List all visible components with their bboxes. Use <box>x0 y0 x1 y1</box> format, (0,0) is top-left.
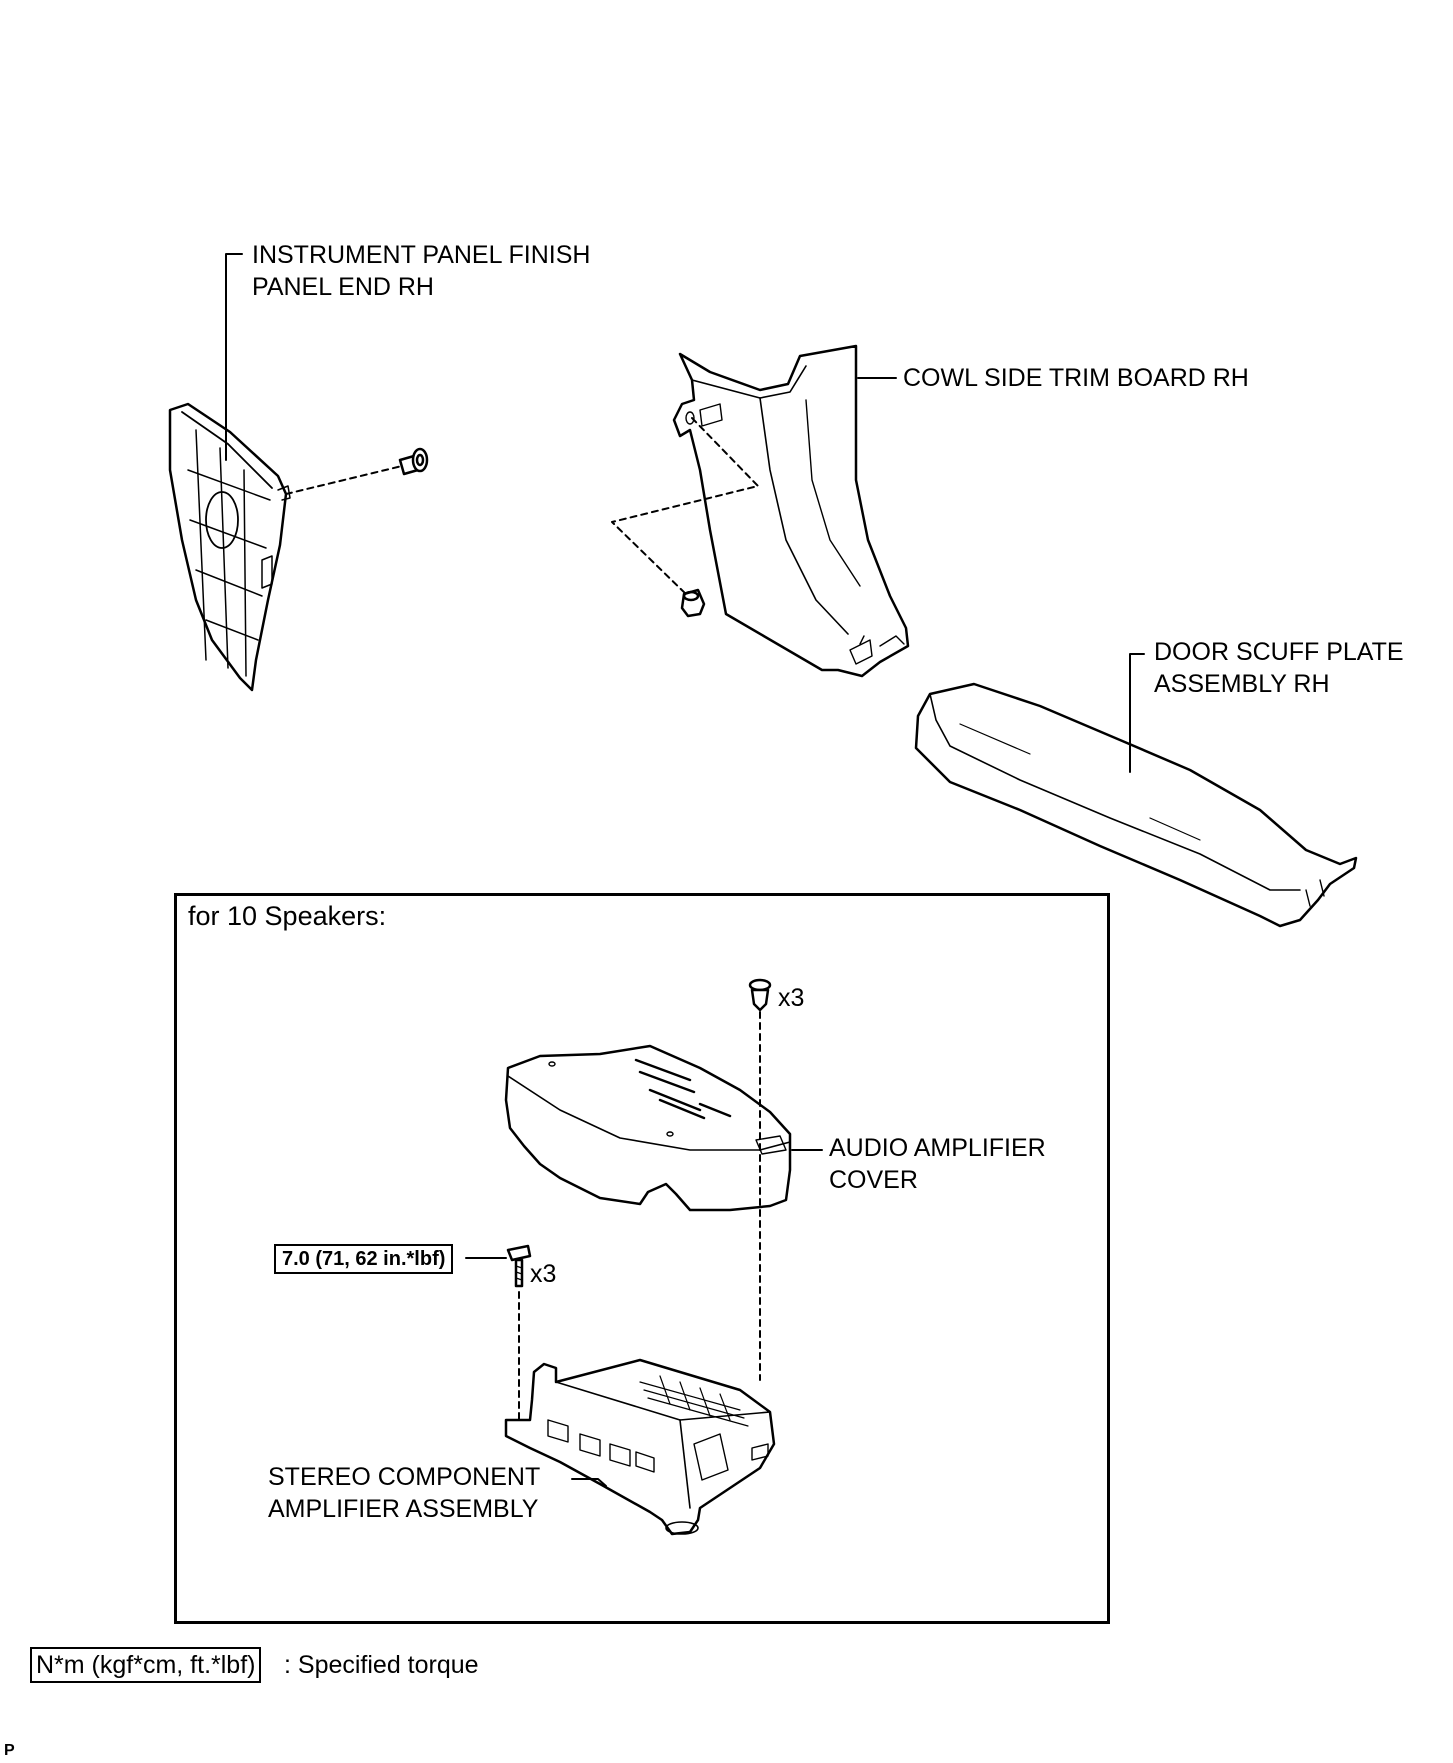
label-stereo-amp-line1: STEREO COMPONENT <box>268 1463 541 1491</box>
dashed-line-panel-clip <box>285 465 403 495</box>
door-scuff-plate-part <box>914 682 1358 928</box>
leader-instrument-panel <box>225 253 243 461</box>
label-instrument-panel-line2: PANEL END RH <box>252 273 434 301</box>
panel-clip <box>398 447 429 476</box>
cowl-side-trim-board-part <box>672 344 910 678</box>
label-instrument-panel-end: INSTRUMENT PANEL FINISH PANEL END RH <box>252 239 590 303</box>
leader-stereo-amp <box>571 1478 607 1487</box>
label-cowl-side-trim: COWL SIDE TRIM BOARD RH <box>903 364 1249 392</box>
label-stereo-amplifier: STEREO COMPONENT AMPLIFIER ASSEMBLY <box>268 1461 540 1525</box>
inset-10-speakers <box>174 893 1110 1624</box>
amplifier-bolt <box>506 1244 532 1288</box>
legend-torque-units: N*m (kgf*cm, ft.*lbf) <box>30 1647 262 1683</box>
cowl-clip <box>680 588 706 618</box>
instrument-panel-end-part <box>168 402 291 692</box>
audio-amplifier-cover-part <box>504 1044 792 1212</box>
leader-door-scuff <box>1129 653 1145 773</box>
label-instrument-panel-line1: INSTRUMENT PANEL FINISH <box>252 241 591 269</box>
label-audio-amplifier-cover: AUDIO AMPLIFIER COVER <box>829 1132 1046 1196</box>
inset-title: for 10 Speakers: <box>188 901 387 931</box>
torque-spec-box: 7.0 (71, 62 in.*lbf) <box>274 1244 454 1274</box>
cover-clip <box>748 978 772 1012</box>
label-clip-qty: x3 <box>778 984 805 1012</box>
label-audio-cover-line2: COVER <box>829 1166 918 1194</box>
label-stereo-amp-line2: AMPLIFIER ASSEMBLY <box>268 1495 539 1523</box>
corner-mark: P <box>4 1742 15 1759</box>
label-bolt-qty: x3 <box>530 1260 557 1288</box>
label-door-scuff-line1: DOOR SCUFF PLATE <box>1154 638 1404 666</box>
legend-description: : Specified torque <box>284 1651 479 1679</box>
stereo-amplifier-part <box>504 1358 776 1536</box>
label-door-scuff-line2: ASSEMBLY RH <box>1154 670 1330 698</box>
label-door-scuff-plate: DOOR SCUFF PLATE ASSEMBLY RH <box>1154 636 1404 700</box>
dashed-line-cowl-clip <box>611 417 759 599</box>
label-audio-cover-line1: AUDIO AMPLIFIER <box>829 1134 1046 1162</box>
